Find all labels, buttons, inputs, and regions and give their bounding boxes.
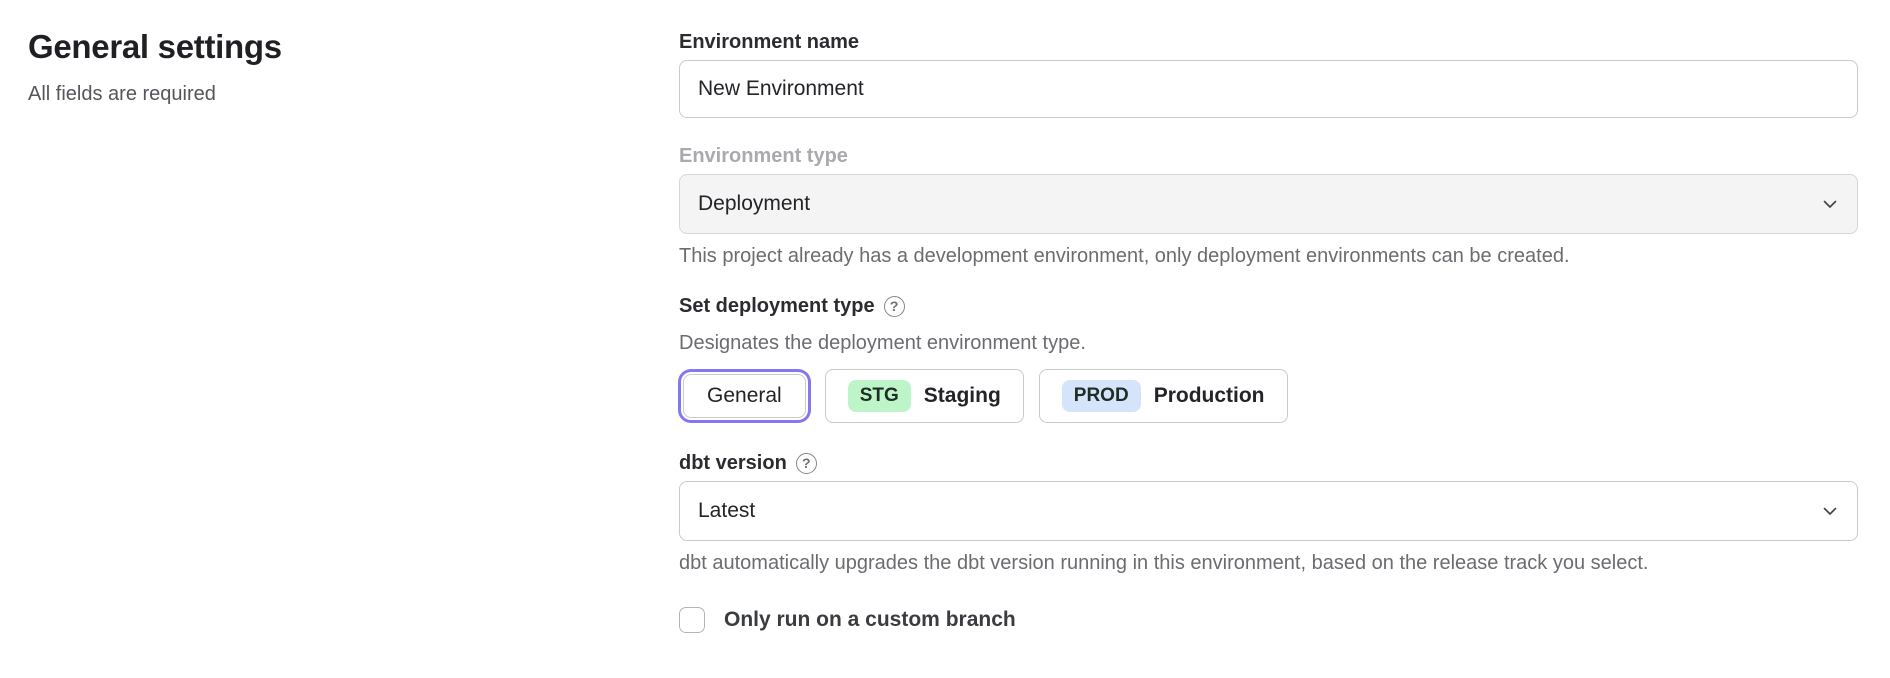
environment-type-value: Deployment bbox=[698, 192, 811, 215]
dbt-version-select[interactable]: Latest bbox=[679, 481, 1858, 541]
option-label: General bbox=[707, 384, 782, 407]
help-icon[interactable]: ? bbox=[883, 295, 905, 317]
dbt-version-helper: dbt automatically upgrades the dbt versi… bbox=[679, 552, 1649, 574]
page-title: General settings bbox=[28, 28, 282, 65]
environment-name-input[interactable] bbox=[679, 60, 1858, 118]
custom-branch-checkbox[interactable] bbox=[679, 607, 705, 633]
settings-header: General settings All fields are required bbox=[28, 28, 588, 106]
deployment-type-helper: Designates the deployment environment ty… bbox=[679, 332, 1086, 354]
deployment-type-option-general[interactable]: General bbox=[683, 374, 806, 418]
chevron-down-icon bbox=[1819, 193, 1841, 215]
page-subtitle: All fields are required bbox=[28, 83, 216, 105]
dbt-version-value: Latest bbox=[698, 499, 756, 522]
option-label: Production bbox=[1153, 384, 1265, 407]
environment-type-select: Deployment bbox=[679, 174, 1858, 234]
deployment-type-options: General STG Staging PROD Production bbox=[679, 369, 1858, 423]
option-label: Staging bbox=[923, 384, 1001, 407]
staging-badge: STG bbox=[847, 380, 911, 412]
environment-name-label: Environment name bbox=[679, 31, 860, 53]
general-settings-form: Environment name Environment type Deploy… bbox=[679, 30, 1858, 633]
custom-branch-row: Only run on a custom branch bbox=[679, 607, 1858, 633]
dbt-version-label: dbt version bbox=[679, 452, 787, 474]
chevron-down-icon bbox=[1819, 500, 1841, 522]
environment-type-label: Environment type bbox=[679, 145, 848, 167]
deployment-type-label: Set deployment type bbox=[679, 295, 875, 317]
production-badge: PROD bbox=[1061, 380, 1141, 412]
custom-branch-label: Only run on a custom branch bbox=[724, 608, 1016, 631]
deployment-type-option-staging[interactable]: STG Staging bbox=[824, 369, 1024, 423]
deployment-type-option-production[interactable]: PROD Production bbox=[1038, 369, 1288, 423]
environment-type-helper: This project already has a development e… bbox=[679, 245, 1570, 267]
help-icon[interactable]: ? bbox=[795, 452, 817, 474]
